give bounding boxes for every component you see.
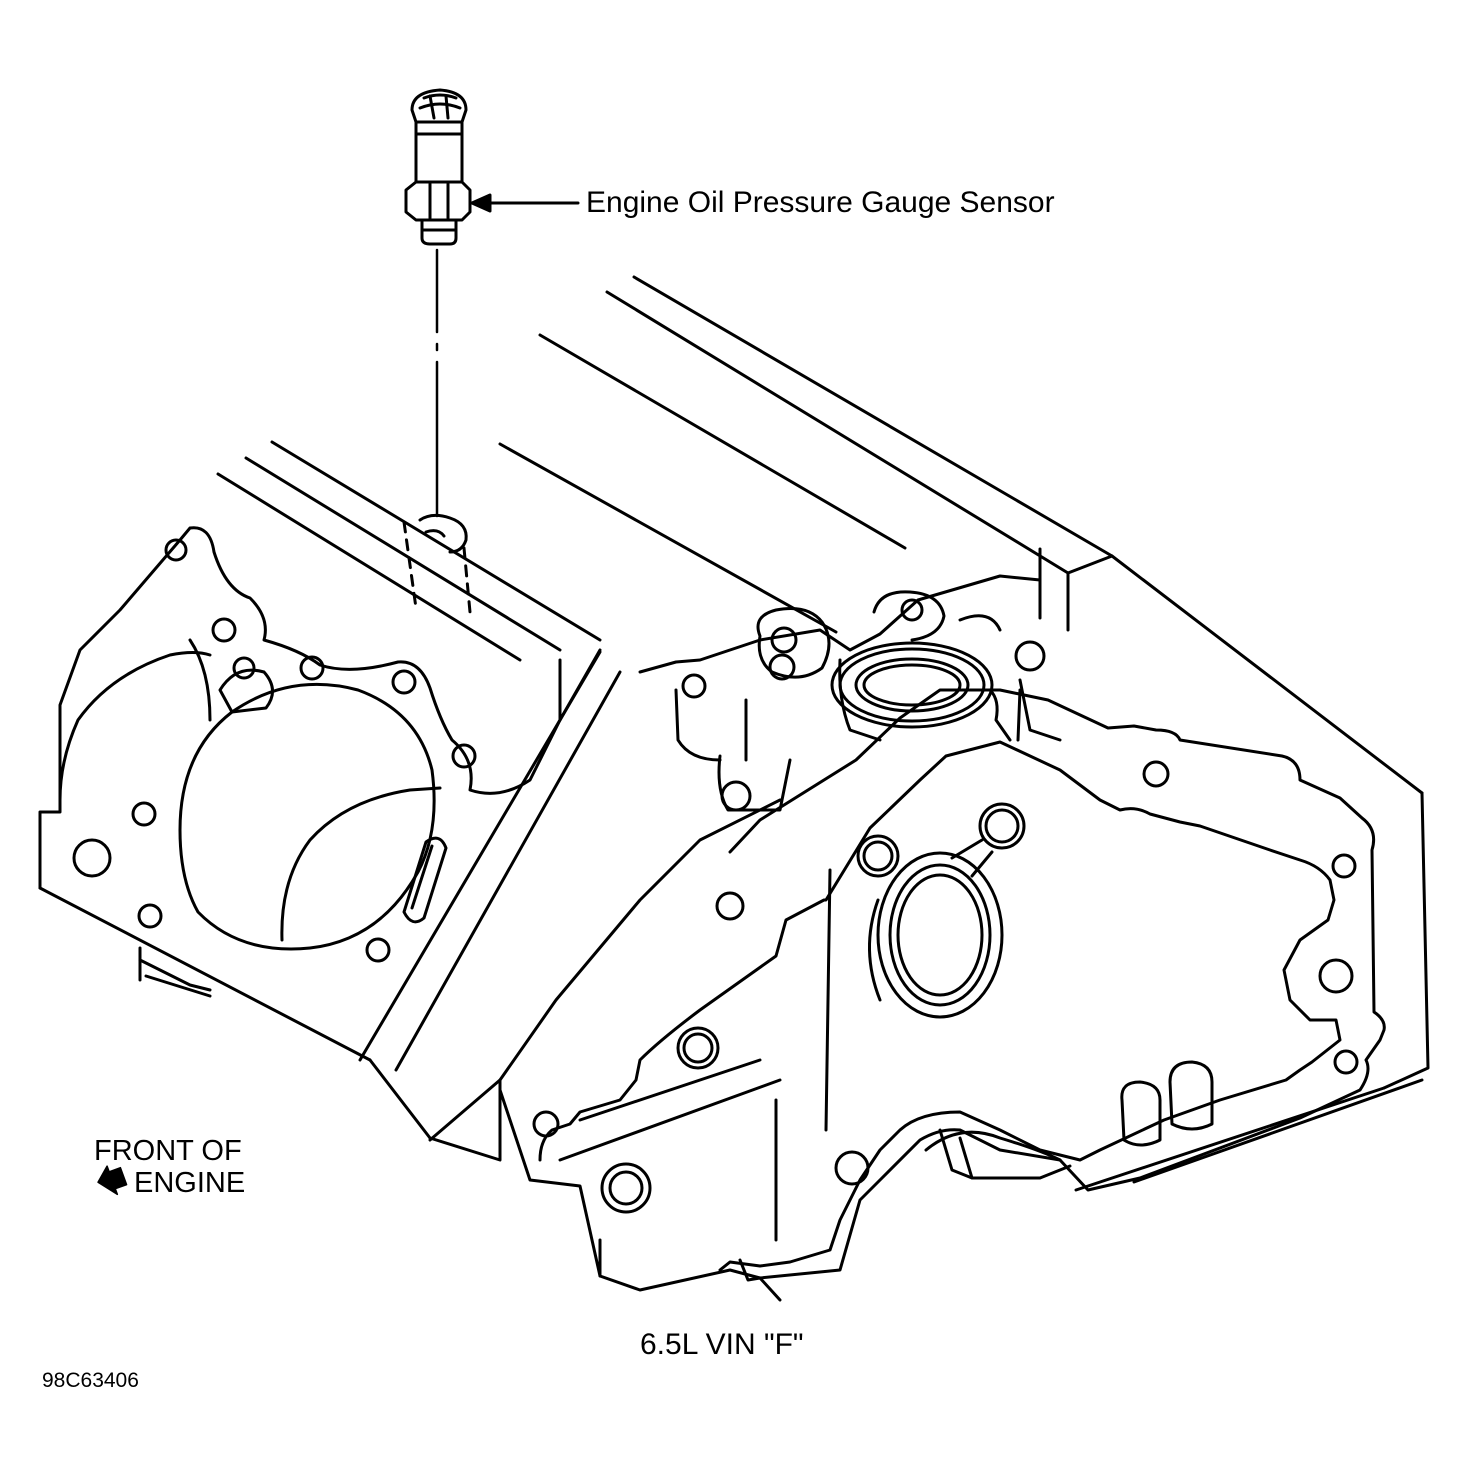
sensor-port-boss bbox=[402, 513, 472, 614]
sensor-label: Engine Oil Pressure Gauge Sensor bbox=[586, 186, 1055, 219]
engine-id-label: 6.5L VIN "F" bbox=[640, 1328, 804, 1361]
sensor-leader-arrow bbox=[470, 193, 580, 213]
camshaft-bore bbox=[532, 760, 1424, 1242]
cylinder-deck bbox=[38, 526, 602, 1140]
front-label-line1: FRONT OF bbox=[94, 1135, 242, 1167]
figure-number: 98C63406 bbox=[42, 1369, 139, 1392]
block-top-surface bbox=[216, 275, 1430, 1090]
front-label-line2: ENGINE bbox=[134, 1167, 246, 1199]
block-front-face bbox=[358, 574, 1386, 1302]
front-top-bosses bbox=[674, 590, 1062, 812]
front-of-engine-label: FRONT OF ENGINE bbox=[94, 1135, 245, 1199]
arrow-pointing-front-icon bbox=[97, 1165, 128, 1196]
oil-pressure-sensor bbox=[404, 88, 472, 246]
